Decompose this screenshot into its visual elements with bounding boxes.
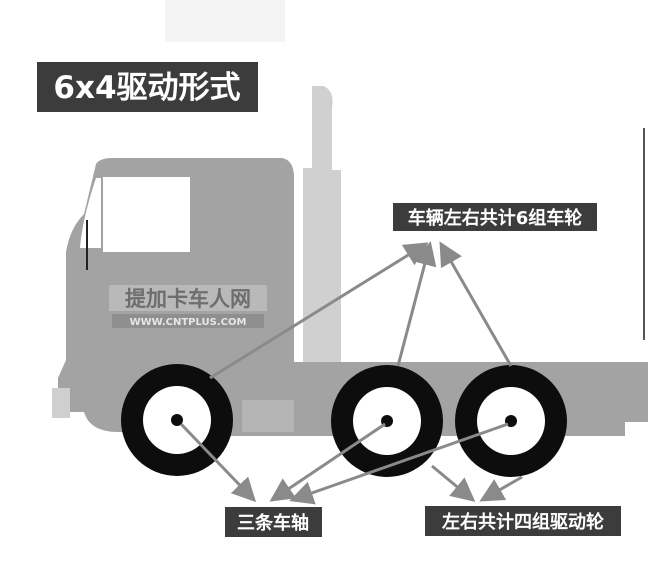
label-axles-text: 三条车轴 bbox=[237, 512, 309, 534]
cab-window bbox=[103, 177, 190, 252]
exhaust-stack bbox=[303, 86, 341, 368]
watermark-url: WWW.CNTPLUS.COM bbox=[130, 317, 247, 328]
fuel-tank bbox=[242, 400, 294, 432]
label-drive-wheels-bg bbox=[425, 506, 621, 536]
label-drive-wheels: 左右共计四组驱动轮 bbox=[425, 506, 621, 536]
watermark-text: 提加卡车人网 bbox=[125, 287, 251, 311]
arrow-rear-wheel-to-total bbox=[439, 241, 513, 367]
label-drive-wheels-text: 左右共计四组驱动轮 bbox=[442, 511, 604, 533]
watermark: 提加卡车人网 WWW.CNTPLUS.COM bbox=[109, 285, 267, 328]
diagram-title: 6x4驱动形式 bbox=[53, 70, 240, 106]
windshield bbox=[80, 178, 101, 248]
label-wheels-total-bg bbox=[393, 203, 597, 231]
arrow-front-wheel-to-total bbox=[209, 242, 429, 380]
arrow-rear-drive bbox=[479, 475, 523, 502]
watermark-url-bg bbox=[112, 314, 264, 328]
background-shape bbox=[165, 0, 285, 42]
label-axles-bg bbox=[225, 507, 322, 537]
label-wheels-total: 车辆左右共计6组车轮 bbox=[393, 203, 597, 231]
arrows bbox=[179, 241, 523, 505]
arrow-front-axle bbox=[179, 422, 257, 503]
middle-drive-wheel bbox=[331, 365, 443, 477]
watermark-bg bbox=[109, 285, 267, 311]
title-bg bbox=[37, 62, 258, 112]
arrow-middle-drive bbox=[431, 464, 476, 502]
arrow-middle-wheel-to-total bbox=[396, 241, 437, 367]
rear-drive-wheel bbox=[455, 365, 567, 477]
title-block: 6x4驱动形式 bbox=[37, 62, 258, 112]
label-wheels-total-text: 车辆左右共计6组车轮 bbox=[408, 207, 583, 229]
arrow-rear-axle bbox=[289, 422, 509, 505]
front-bumper bbox=[52, 388, 70, 418]
label-axles: 三条车轴 bbox=[225, 507, 322, 537]
